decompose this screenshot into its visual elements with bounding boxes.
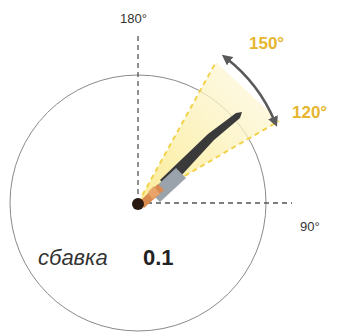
deduction-label: сбавка [38, 247, 108, 269]
limit-line [138, 62, 216, 203]
range-arrow [226, 58, 275, 122]
angle-limit-label: 120° [292, 104, 327, 121]
vertical-axis [137, 32, 138, 203]
horizontal-axis [138, 202, 292, 203]
angle-wedge [138, 62, 279, 203]
angle-label: 90° [300, 220, 320, 233]
angle-limit-label: 150° [249, 35, 284, 52]
angle-label: 180° [120, 12, 147, 25]
diver-figure [132, 112, 242, 210]
deduction-value: 0.1 [143, 247, 174, 269]
